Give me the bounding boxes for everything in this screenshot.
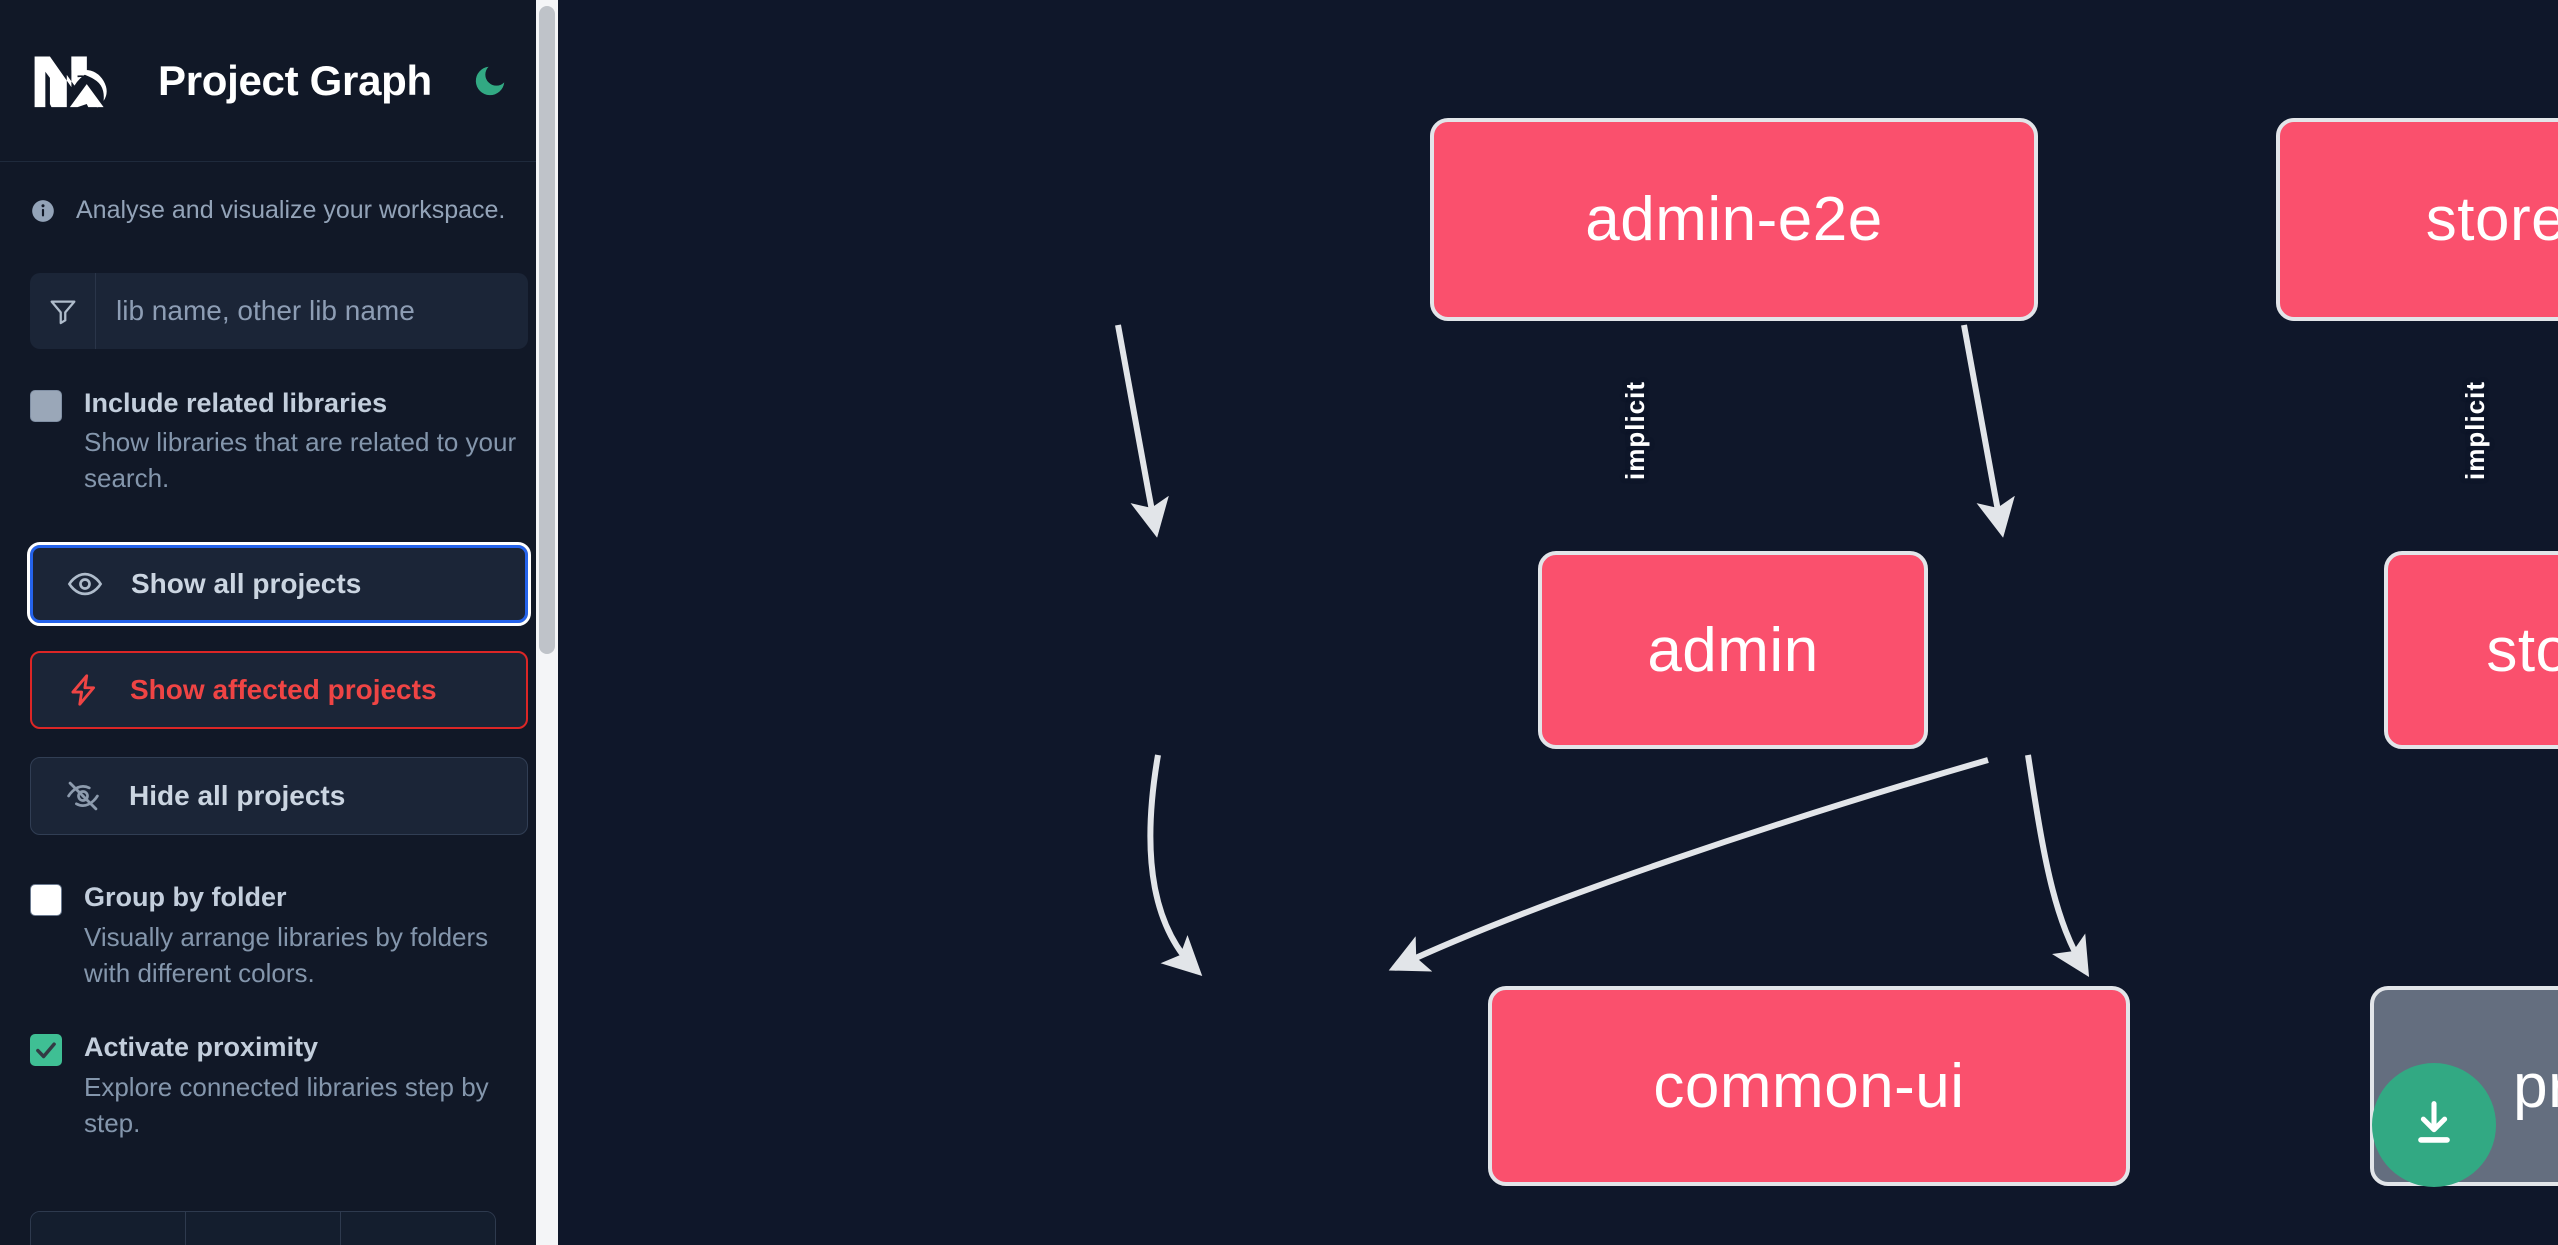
graph-edges-layer [1115, 324, 2090, 977]
edge-store-e2e-to-store [1961, 324, 2015, 538]
page-title: Project Graph [158, 56, 432, 104]
node-label: products [2513, 1051, 2558, 1121]
node-label: store-e2e [2425, 185, 2558, 254]
checkbox-activate-proximity[interactable] [30, 1034, 62, 1067]
segment-decrease[interactable] [31, 1212, 186, 1245]
sidebar-scrollbar[interactable] [536, 0, 558, 1245]
option-label: Group by folder [84, 882, 287, 913]
segment-increase[interactable] [341, 1212, 495, 1245]
option-label: Include related libraries [84, 388, 388, 418]
proximity-step-segmented-control[interactable] [30, 1211, 496, 1245]
download-graph-button[interactable] [2372, 1063, 2496, 1187]
lightning-bolt-icon [64, 670, 104, 710]
segment-value[interactable] [186, 1212, 341, 1245]
option-include-related-libraries[interactable]: Include related libraries Show libraries… [30, 385, 528, 497]
edge-label-admin-e2e-implicit: implicit [1620, 380, 1651, 481]
edge-admin-to-common-ui [1147, 754, 1203, 977]
nx-logo-icon [30, 50, 122, 112]
search-input[interactable] [96, 273, 528, 349]
node-label: store [2486, 615, 2558, 685]
edge-store-to-common-ui [1388, 757, 1989, 972]
button-label: Hide all projects [129, 780, 346, 812]
sidebar-scrollbar-thumb[interactable] [539, 6, 555, 654]
option-label: Activate proximity [84, 1032, 319, 1063]
option-group-by-folder[interactable]: Group by folder Visually arrange librari… [30, 879, 528, 991]
checkbox-group-by-folder[interactable] [30, 884, 62, 917]
info-icon [30, 198, 56, 224]
button-label: Show affected projects [130, 674, 437, 706]
option-description: Show libraries that are related to your … [84, 427, 517, 494]
edge-admin-e2e-to-admin [1115, 324, 1169, 538]
show-affected-projects-button[interactable]: Show affected projects [30, 651, 528, 730]
filter-funnel-icon[interactable] [30, 273, 96, 349]
option-activate-proximity[interactable]: Activate proximity Explore connected lib… [30, 1029, 528, 1141]
graph-node-admin[interactable]: admin [1538, 551, 1928, 749]
option-description: Explore connected libraries step by step… [84, 1071, 489, 1138]
button-label: Show all projects [131, 568, 362, 600]
node-label: admin-e2e [1585, 185, 1883, 254]
tagline-text: Analyse and visualize your workspace. [76, 196, 506, 224]
graph-canvas[interactable]: admin-e2e store-e2e admin store common-u… [558, 0, 2558, 1245]
node-label: admin [1647, 615, 1819, 685]
graph-action-buttons: Show all projects Show affected projects [27, 542, 531, 836]
graph-node-store[interactable]: store [2384, 551, 2558, 749]
sidebar: Project Graph Analyse and visualize your… [0, 0, 558, 1245]
graph-node-common-ui[interactable]: common-ui [1488, 986, 2130, 1186]
option-description: Visually arrange libraries by folders wi… [84, 921, 489, 988]
edge-store-to-products [2025, 754, 2090, 977]
sidebar-header: Project Graph [0, 0, 558, 162]
tagline-row: Analyse and visualize your workspace. [0, 162, 558, 225]
checkbox-include-related-libraries[interactable] [30, 390, 62, 422]
show-all-projects-button[interactable]: Show all projects [27, 542, 531, 627]
eye-off-icon [63, 776, 103, 816]
moon-icon[interactable] [470, 61, 510, 101]
eye-icon [65, 564, 105, 604]
filter-bar [30, 273, 528, 349]
graph-node-admin-e2e[interactable]: admin-e2e [1430, 118, 2038, 321]
node-label: common-ui [1653, 1051, 1965, 1121]
hide-all-projects-button[interactable]: Hide all projects [30, 757, 528, 836]
graph-node-store-e2e[interactable]: store-e2e [2276, 118, 2558, 321]
edge-label-store-e2e-implicit: implicit [2460, 380, 2491, 481]
download-icon [2405, 1094, 2463, 1157]
